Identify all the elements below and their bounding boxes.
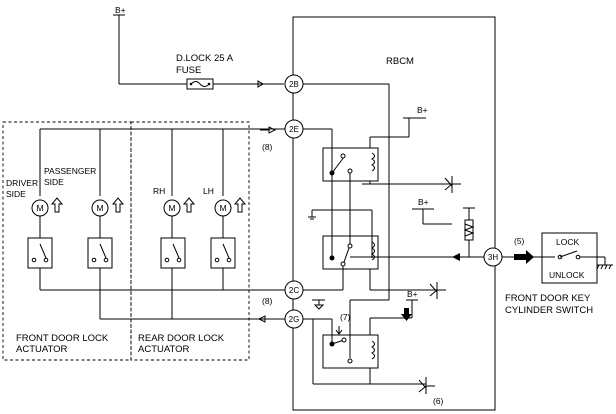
arrow-left-icon-2g — [257, 315, 274, 323]
bplus-label-top: B+ — [115, 5, 126, 15]
rear-actuator-label-1: REAR DOOR LOCK — [138, 333, 225, 344]
driver-side-label-2: SIDE — [6, 189, 26, 199]
connector-2b: 2B — [284, 74, 304, 94]
key-switch-label-2: CYLINDER SWITCH — [505, 305, 593, 316]
rear-actuator-box — [130, 121, 250, 361]
key-switch-label-1: FRONT DOOR KEY — [505, 293, 591, 304]
svg-text:3H: 3H — [488, 253, 498, 262]
arrow-down-icon-small — [335, 326, 343, 335]
svg-text:M: M — [219, 203, 226, 213]
callout-7: (7) — [340, 312, 351, 322]
bplus-label-relay2: B+ — [418, 197, 429, 207]
fuse-label-line2: FUSE — [176, 65, 201, 76]
front-actuator-box — [2, 121, 132, 361]
callout-8-bottom: (8) — [262, 296, 273, 306]
arrow-right-icon-2e — [260, 126, 277, 134]
svg-text:2C: 2C — [289, 286, 299, 295]
lh-label: LH — [203, 186, 214, 196]
fuse-label-line1: D.LOCK 25 A — [176, 53, 234, 64]
svg-text:2B: 2B — [289, 80, 299, 89]
rbcm-box — [292, 16, 496, 411]
svg-text:2E: 2E — [289, 125, 299, 134]
motor-driver-side: M — [31, 197, 64, 217]
motor-passenger-side: M — [91, 197, 125, 217]
actuator-switch-passenger — [87, 237, 113, 269]
rear-actuator-label-2: ACTUATOR — [138, 344, 190, 355]
arrow-left-icon — [452, 253, 460, 261]
actuator-switch-lh — [210, 237, 236, 269]
bplus-label-relay1: B+ — [417, 105, 428, 115]
actuator-switch-rh — [160, 237, 186, 269]
actuator-switch-driver — [27, 237, 53, 269]
bplus-label-relay3: B+ — [407, 289, 418, 299]
motor-rear-lh: M — [214, 197, 247, 217]
callout-6: (6) — [433, 396, 444, 406]
passenger-side-label-2: SIDE — [44, 177, 64, 187]
fuse-icon — [186, 78, 214, 90]
rh-label: RH — [153, 186, 165, 196]
arrow-down-icon — [401, 308, 412, 321]
arrow-right-icon — [250, 80, 264, 88]
callout-5: (5) — [514, 236, 525, 246]
callout-8-top: (8) — [262, 142, 273, 152]
connector-2g: 2G — [284, 309, 304, 329]
lock-label: LOCK — [556, 237, 579, 247]
arrow-right-icon-3h — [514, 250, 534, 264]
motor-rear-rh: M — [163, 197, 196, 217]
connector-2e: 2E — [284, 119, 304, 139]
svg-text:M: M — [96, 203, 103, 213]
front-actuator-label-1: FRONT DOOR LOCK — [16, 333, 109, 344]
svg-text:M: M — [168, 203, 175, 213]
connector-2c: 2C — [284, 280, 304, 300]
connector-3h: 3H — [483, 247, 503, 267]
key-cylinder-switch-box — [541, 232, 598, 284]
rbcm-label: RBCM — [386, 56, 414, 67]
passenger-side-label-1: PASSENGER — [44, 166, 96, 176]
svg-text:M: M — [36, 203, 43, 213]
ground-icon — [596, 264, 613, 270]
svg-text:2G: 2G — [289, 315, 300, 324]
front-actuator-label-2: ACTUATOR — [16, 344, 68, 355]
unlock-label: UNLOCK — [549, 270, 585, 280]
relay-middle — [322, 235, 379, 270]
driver-side-label-1: DRIVER — [6, 178, 38, 188]
